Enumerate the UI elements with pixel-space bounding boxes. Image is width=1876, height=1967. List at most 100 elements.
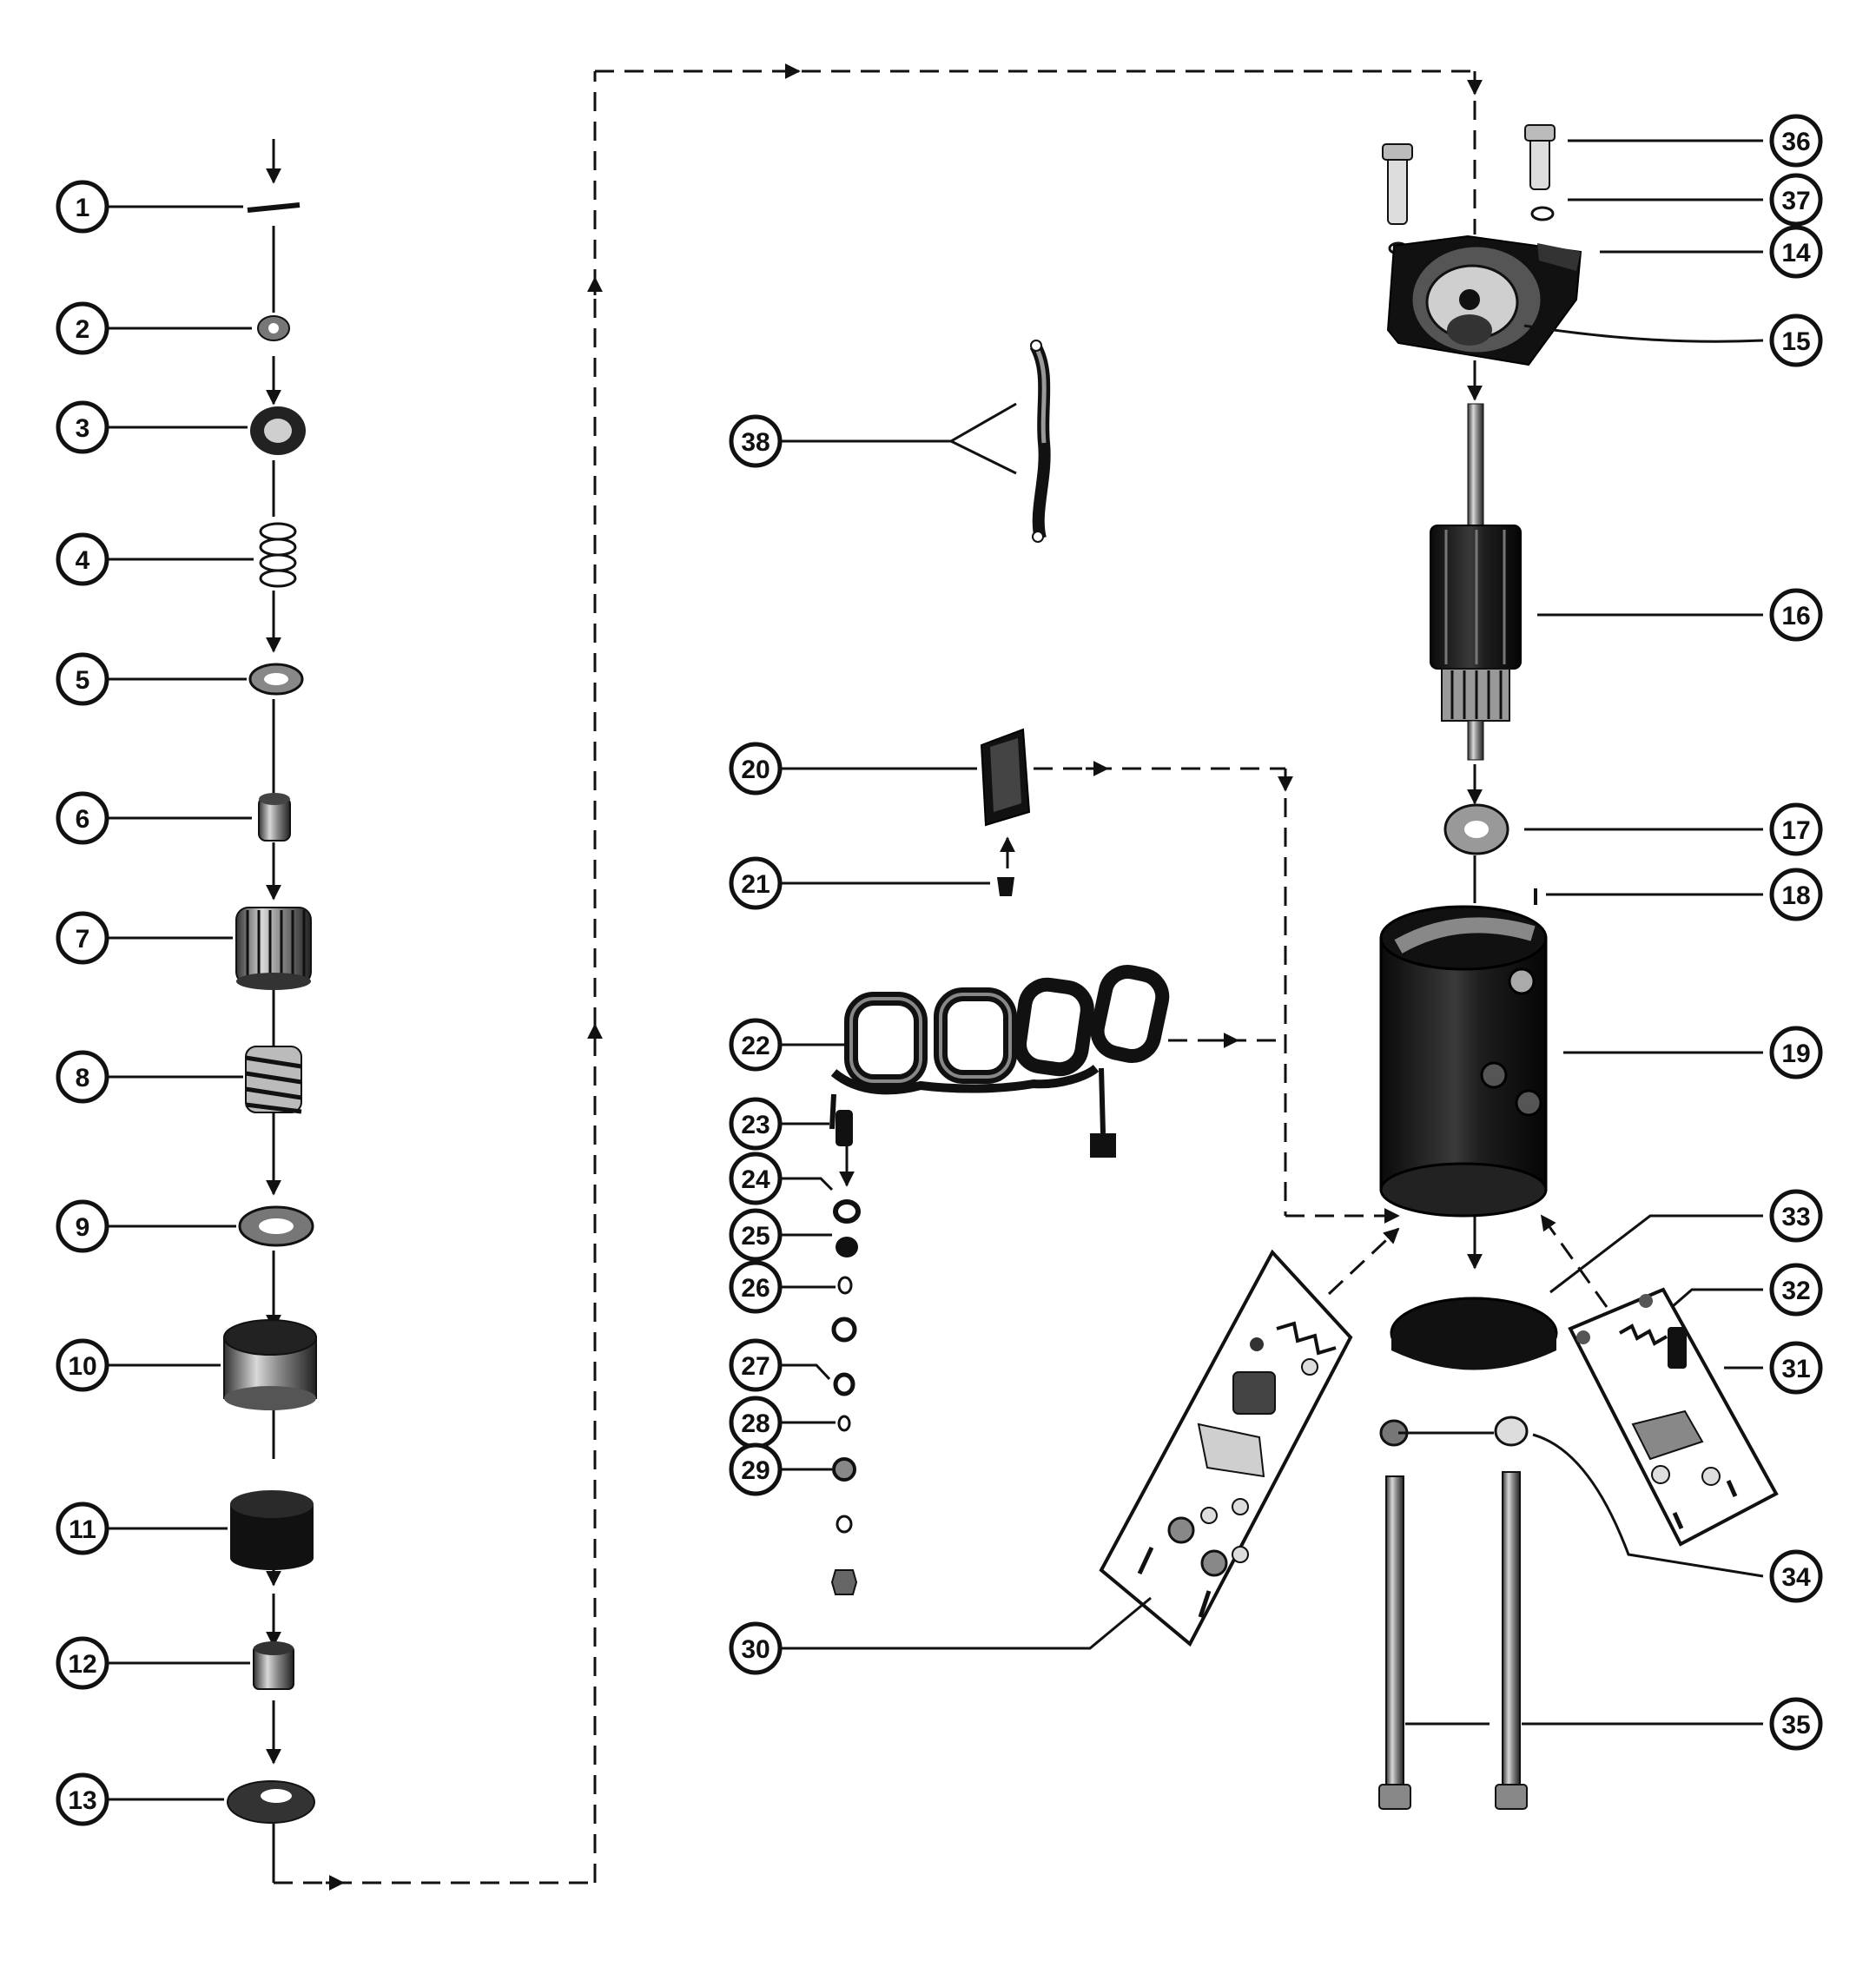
callout-36: 36 — [1769, 114, 1823, 168]
svg-text:2: 2 — [76, 315, 90, 344]
svg-text:36: 36 — [1781, 128, 1810, 156]
part-12-sleeve — [253, 1641, 294, 1690]
callout-31: 31 — [1769, 1341, 1823, 1395]
svg-text:30: 30 — [741, 1635, 770, 1664]
part-20-terminal-cover — [980, 728, 1031, 827]
part-6-bushing — [258, 793, 291, 842]
svg-text:29: 29 — [741, 1456, 770, 1485]
svg-text:18: 18 — [1781, 881, 1810, 910]
part-28-lockwasher — [837, 1415, 851, 1432]
parts-left-column — [223, 202, 317, 1824]
svg-text:13: 13 — [68, 1786, 96, 1815]
callout-18: 18 — [1769, 868, 1823, 921]
svg-text:9: 9 — [76, 1213, 90, 1242]
part-22-field-coils — [829, 965, 1170, 1158]
leader-lines — [104, 139, 1764, 1801]
callout-38: 38 — [729, 414, 783, 468]
svg-text:3: 3 — [76, 414, 90, 443]
callouts: 1 2 3 4 5 6 7 8 9 10 11 12 13 14 15 16 1… — [56, 114, 1823, 1826]
part-21-screw — [997, 877, 1014, 896]
callout-35: 35 — [1769, 1697, 1823, 1751]
svg-text:37: 37 — [1781, 187, 1810, 215]
callout-4: 4 — [56, 532, 109, 586]
svg-text:10: 10 — [68, 1352, 96, 1381]
part-2-castle-nut — [257, 315, 290, 341]
part-27-washer — [833, 1372, 855, 1396]
part-8-drive-spring — [245, 1046, 302, 1114]
part-25-insulator — [836, 1237, 858, 1257]
svg-text:24: 24 — [741, 1165, 770, 1194]
parts-right-column — [1099, 124, 1779, 1810]
svg-text:1: 1 — [76, 194, 90, 222]
callout-2: 2 — [56, 301, 109, 355]
part-4-spring — [259, 522, 297, 588]
part-29-nut — [832, 1457, 856, 1482]
callout-6: 6 — [56, 791, 109, 845]
svg-text:17: 17 — [1781, 816, 1810, 845]
svg-text:27: 27 — [741, 1352, 770, 1381]
callout-27: 27 — [729, 1338, 783, 1392]
svg-text:19: 19 — [1781, 1040, 1810, 1068]
svg-text:4: 4 — [76, 546, 90, 575]
svg-text:22: 22 — [741, 1032, 770, 1060]
part-26b-washer — [831, 1317, 857, 1343]
callout-34: 34 — [1769, 1549, 1823, 1603]
callout-11: 11 — [56, 1502, 109, 1555]
svg-text:12: 12 — [68, 1650, 96, 1679]
svg-text:7: 7 — [76, 925, 90, 954]
callout-21: 21 — [729, 856, 783, 910]
part-36-bolt-right — [1524, 124, 1556, 190]
callout-3: 3 — [56, 400, 109, 454]
part-31-brush-plate-right — [1568, 1287, 1779, 1547]
part-29b-washer — [836, 1515, 853, 1534]
svg-text:23: 23 — [741, 1111, 770, 1139]
callout-7: 7 — [56, 911, 109, 965]
part-26-washer — [837, 1276, 853, 1295]
callout-24: 24 — [729, 1152, 783, 1205]
parts-middle-column — [829, 340, 1170, 1595]
part-19-frame-housing — [1379, 905, 1548, 1218]
part-38-brush-leads — [1029, 340, 1051, 543]
callout-13: 13 — [56, 1772, 109, 1826]
svg-text:34: 34 — [1781, 1563, 1811, 1592]
svg-text:26: 26 — [741, 1274, 770, 1303]
callout-20: 20 — [729, 742, 783, 795]
part-1-cotter-pin — [247, 202, 301, 213]
part-10-cup — [223, 1319, 317, 1410]
svg-text:25: 25 — [741, 1222, 770, 1251]
callout-22: 22 — [729, 1018, 783, 1072]
callout-12: 12 — [56, 1636, 109, 1690]
svg-text:15: 15 — [1781, 327, 1810, 356]
svg-text:8: 8 — [76, 1064, 90, 1092]
callout-23: 23 — [729, 1097, 783, 1151]
svg-text:31: 31 — [1781, 1355, 1810, 1383]
part-7-pinion-gear — [235, 907, 312, 990]
part-13-thrust-washer — [227, 1780, 315, 1824]
svg-text:5: 5 — [76, 666, 90, 695]
callout-5: 5 — [56, 652, 109, 706]
svg-text:11: 11 — [69, 1515, 96, 1544]
part-3-bearing — [250, 406, 306, 455]
part-34-nuts — [1379, 1416, 1529, 1447]
part-11-rubber-cushion — [230, 1490, 314, 1570]
callout-15: 15 — [1769, 314, 1823, 367]
callout-37: 37 — [1769, 173, 1823, 227]
callout-28: 28 — [729, 1396, 783, 1449]
part-29c-nut — [830, 1569, 858, 1595]
part-23-terminal-bolt — [836, 1110, 853, 1146]
callout-17: 17 — [1769, 802, 1823, 856]
svg-text:16: 16 — [1781, 602, 1810, 630]
svg-text:33: 33 — [1781, 1203, 1810, 1231]
svg-text:6: 6 — [76, 805, 90, 834]
part-30-brush-plate-left — [1099, 1249, 1353, 1647]
part-9-washer — [238, 1205, 314, 1247]
svg-text:28: 28 — [741, 1409, 770, 1438]
callout-19: 19 — [1769, 1026, 1823, 1079]
callout-14: 14 — [1769, 225, 1823, 279]
part-36-bolt-left — [1382, 143, 1413, 225]
part-17-thrust-washer — [1443, 803, 1509, 855]
part-5-washer — [248, 663, 304, 696]
part-33-cover-plate — [1390, 1297, 1558, 1370]
part-35-through-bolts — [1378, 1471, 1528, 1810]
